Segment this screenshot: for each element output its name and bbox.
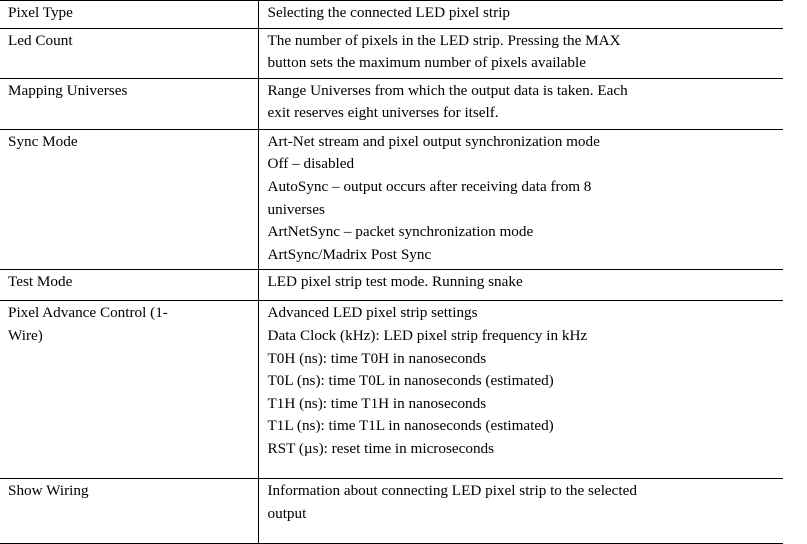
parameter-description-cell: Art-Net stream and pixel output synchron…: [258, 128, 783, 270]
table-row: Sync Mode Art-Net stream and pixel outpu…: [0, 128, 783, 270]
parameter-name-cell: Show Wiring: [0, 478, 259, 544]
description-line: Art-Net stream and pixel output synchron…: [267, 132, 600, 150]
table-row: Led Count The number of pixels in the LE…: [0, 27, 783, 79]
parameter-name: Pixel Advance Control (1-: [8, 304, 168, 322]
parameter-name-cell: Test Mode: [0, 269, 259, 301]
description-line: button sets the maximum number of pixels…: [267, 54, 586, 72]
description-lines: Information about connecting LED pixel s…: [268, 480, 778, 525]
parameter-name: Mapping Universes: [8, 81, 128, 99]
parameter-name-cell: Pixel Advance Control (1- Wire): [0, 300, 259, 479]
description-lines: LED pixel strip test mode. Running snake: [268, 271, 778, 294]
description-line: T1H (ns): time T1H in nanoseconds: [267, 394, 487, 412]
description-line: The number of pixels in the LED strip. P…: [267, 31, 621, 49]
description-lines: Selecting the connected LED pixel strip: [268, 2, 778, 25]
description-line: T1L (ns): time T1L in nanoseconds (estim…: [267, 417, 554, 435]
table-row: Mapping Universes Range Universes from w…: [0, 77, 783, 130]
table-row: Pixel Type Selecting the connected LED p…: [0, 0, 783, 29]
description-line: RST (µs): reset time in microseconds: [267, 439, 495, 457]
description-line: Information about connecting LED pixel s…: [267, 482, 637, 500]
description-line: AutoSync – output occurs after receiving…: [267, 177, 592, 195]
description-lines: Range Universes from which the output da…: [268, 80, 778, 125]
parameter-description-cell: Selecting the connected LED pixel strip: [258, 0, 783, 29]
parameter-description-cell: Advanced LED pixel strip settings Data C…: [258, 300, 783, 479]
description-lines: The number of pixels in the LED strip. P…: [268, 30, 778, 75]
parameter-name-cell: Sync Mode: [0, 128, 259, 270]
description-line: Advanced LED pixel strip settings: [267, 304, 478, 322]
description-line: T0H (ns): time T0H in nanoseconds: [267, 349, 487, 367]
table-row: Test Mode LED pixel strip test mode. Run…: [0, 269, 783, 301]
description-line: ArtNetSync – packet synchronization mode: [267, 223, 534, 241]
parameter-description-cell: Information about connecting LED pixel s…: [258, 478, 783, 544]
description-line: T0L (ns): time T0L in nanoseconds (estim…: [267, 372, 554, 390]
parameter-name-cell: Led Count: [0, 27, 259, 79]
description-line: ArtSync/Madrix Post Sync: [267, 245, 432, 263]
parameter-description-cell: LED pixel strip test mode. Running snake: [258, 269, 783, 301]
description-line: Off – disabled: [267, 155, 355, 173]
description-line: universes: [267, 200, 325, 218]
parameter-name: Sync Mode: [8, 132, 78, 150]
description-line: LED pixel strip test mode. Running snake: [267, 273, 523, 291]
description-line: Range Universes from which the output da…: [267, 81, 628, 99]
description-line: Data Clock (kHz): LED pixel strip freque…: [267, 326, 588, 344]
description-lines: Art-Net stream and pixel output synchron…: [268, 131, 778, 267]
description-line: output: [267, 504, 307, 522]
description-lines: Advanced LED pixel strip settings Data C…: [268, 302, 778, 460]
parameter-table: Pixel Type Selecting the connected LED p…: [0, 0, 783, 544]
parameter-description-cell: The number of pixels in the LED strip. P…: [258, 27, 783, 79]
parameter-name-cell: Mapping Universes: [0, 77, 259, 130]
parameter-name: Test Mode: [8, 273, 73, 291]
parameter-name: Pixel Type: [8, 4, 73, 21]
document-page: Pixel Type Selecting the connected LED p…: [0, 0, 783, 544]
parameter-name-cell: Pixel Type: [0, 0, 259, 29]
table-row: Show Wiring Information about connecting…: [0, 478, 783, 544]
parameter-name-continued: Wire): [8, 326, 43, 344]
description-line: Selecting the connected LED pixel strip: [267, 4, 511, 21]
parameter-description-cell: Range Universes from which the output da…: [258, 77, 783, 130]
table-row: Pixel Advance Control (1- Wire) Advanced…: [0, 300, 783, 479]
parameter-name: Led Count: [8, 31, 73, 49]
description-line: exit reserves eight universes for itself…: [267, 104, 499, 122]
parameter-name: Show Wiring: [8, 482, 89, 500]
parameter-table-body: Pixel Type Selecting the connected LED p…: [0, 0, 783, 544]
